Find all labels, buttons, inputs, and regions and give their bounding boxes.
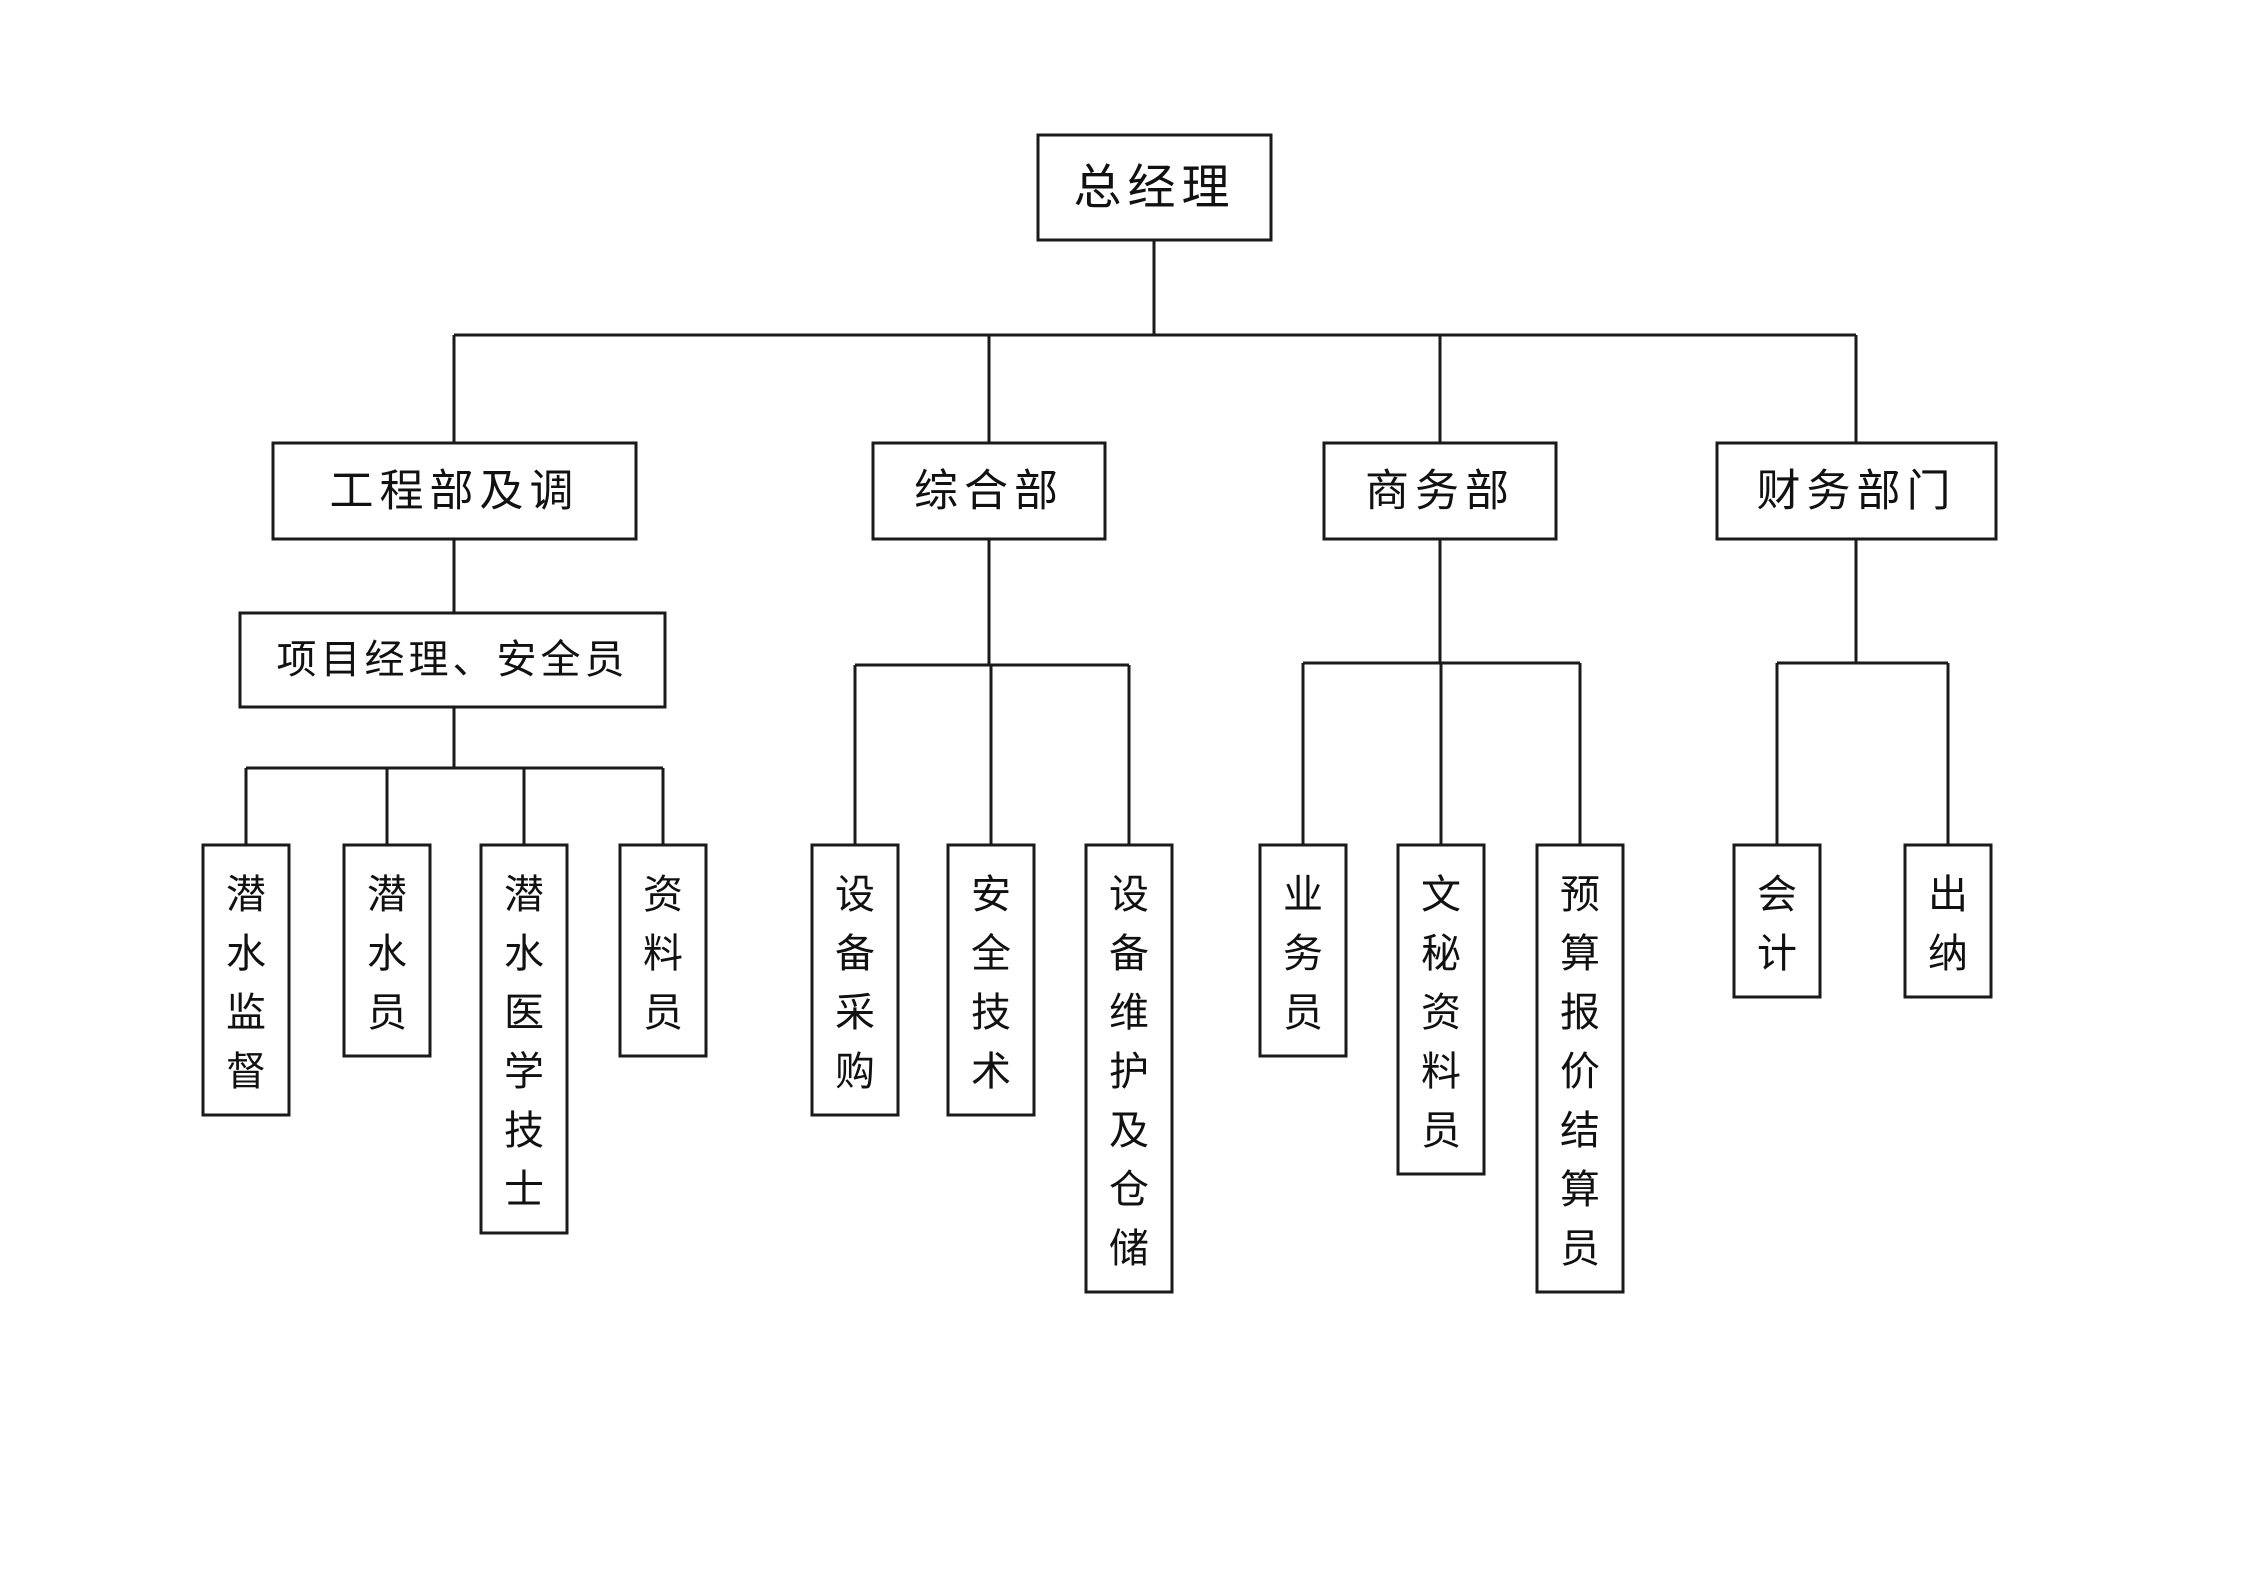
role-engineering-3-box — [479, 843, 569, 1235]
role-engineering-4: 资料员 — [618, 843, 708, 1058]
role-department-2-3: 设备维护及仓储 — [1084, 843, 1174, 1294]
role-department-2-2-label: 安全技术 — [971, 872, 1011, 1095]
role-department-4-1-box — [1732, 843, 1822, 999]
role-department-2-1-box — [810, 843, 900, 1117]
role-department-4-1: 会计 — [1732, 843, 1822, 999]
role-department-4-2-label: 出纳 — [1928, 872, 1968, 977]
role-department-4-2: 出纳 — [1903, 843, 1993, 999]
role-department-4-2-box — [1903, 843, 1993, 999]
department-1: 工程部及调 — [271, 441, 638, 541]
connectors — [244, 240, 1950, 845]
role-department-2-2-box — [946, 843, 1036, 1117]
role-engineering-1: 潜水监督 — [201, 843, 291, 1117]
root-node-general-manager-label: 总经理 — [1073, 160, 1235, 216]
role-department-2-1: 设备采购 — [810, 843, 900, 1117]
department-4: 财务部门 — [1715, 441, 1998, 541]
root-node-general-manager: 总经理 — [1036, 133, 1273, 242]
department-1-label: 工程部及调 — [330, 466, 580, 517]
role-engineering-4-label: 资料员 — [643, 872, 683, 1036]
department-3: 商务部 — [1322, 441, 1558, 541]
department-4-label: 财务部门 — [1757, 466, 1957, 517]
department-2-box — [871, 441, 1107, 541]
role-department-4-1-label: 会计 — [1757, 872, 1797, 977]
role-department-2-1-label: 设备采购 — [835, 872, 875, 1095]
department-3-box — [1322, 441, 1558, 541]
role-engineering-1-label: 潜水监督 — [226, 872, 266, 1095]
role-engineering-1-box — [201, 843, 291, 1117]
role-engineering-4-box — [618, 843, 708, 1058]
role-engineering-2: 潜水员 — [342, 843, 432, 1058]
role-engineering-3: 潜水医学技士 — [479, 843, 569, 1235]
role-department-3-3-label: 预算报价结算员 — [1560, 872, 1600, 1272]
role-engineering-2-box — [342, 843, 432, 1058]
role-department-3-1-label: 业务员 — [1283, 872, 1323, 1036]
department-2-label: 综合部 — [914, 466, 1064, 517]
role-engineering-3-label: 潜水医学技士 — [504, 872, 544, 1213]
role-department-2-2: 安全技术 — [946, 843, 1036, 1117]
sub-node-project-manager-label: 项目经理、安全员 — [277, 637, 629, 683]
role-department-3-3-box — [1535, 843, 1625, 1294]
role-department-3-2-box — [1396, 843, 1486, 1176]
department-4-box — [1715, 441, 1998, 541]
root-node-general-manager-box — [1036, 133, 1273, 242]
department-1-box — [271, 441, 638, 541]
role-department-3-2-label: 文秘资料员 — [1421, 872, 1461, 1154]
department-2: 综合部 — [871, 441, 1107, 541]
role-department-2-3-label: 设备维护及仓储 — [1109, 872, 1149, 1272]
role-department-3-3: 预算报价结算员 — [1535, 843, 1625, 1294]
role-department-3-1: 业务员 — [1258, 843, 1348, 1058]
role-department-3-2: 文秘资料员 — [1396, 843, 1486, 1176]
role-department-2-3-box — [1084, 843, 1174, 1294]
sub-node-project-manager: 项目经理、安全员 — [238, 611, 667, 709]
role-department-3-1-box — [1258, 843, 1348, 1058]
sub-node-project-manager-box — [238, 611, 667, 709]
department-3-label: 商务部 — [1365, 466, 1515, 517]
role-engineering-2-label: 潜水员 — [367, 872, 407, 1036]
